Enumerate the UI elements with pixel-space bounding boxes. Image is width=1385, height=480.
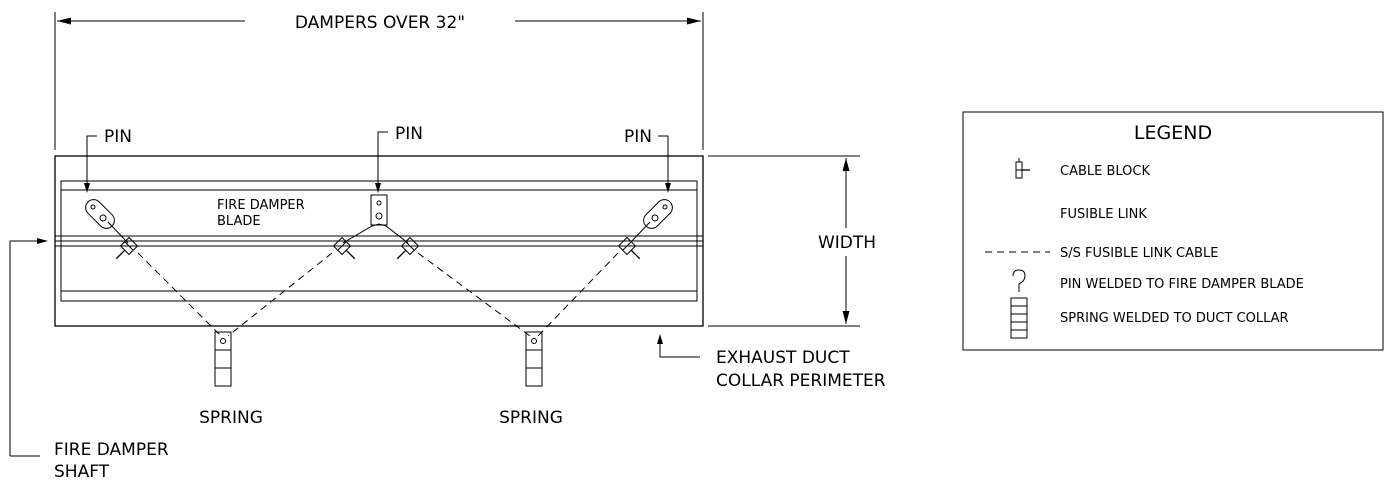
legend-item-fusible-link: FUSIBLE LINK (1060, 207, 1147, 222)
width-label: WIDTH (818, 233, 876, 253)
svg-text:COLLAR PERIMETER: COLLAR PERIMETER (716, 371, 886, 391)
exhaust-callout: EXHAUST DUCT COLLAR PERIMETER (657, 334, 886, 391)
cable-solid (107, 221, 651, 244)
fusible-link-cables (137, 252, 619, 337)
cable-block-3 (396, 236, 420, 260)
pin-symbol (1012, 269, 1026, 292)
pin-callout-left: PIN (84, 127, 132, 193)
svg-text:PIN: PIN (104, 127, 132, 147)
svg-text:EXHAUST DUCT: EXHAUST DUCT (716, 348, 850, 368)
legend-item-cable-block: CABLE BLOCK (1060, 164, 1150, 179)
link-plate-center (370, 194, 388, 226)
legend-item-cable: S/S FUSIBLE LINK CABLE (1060, 246, 1218, 261)
dimension-label: DAMPERS OVER 32" (295, 13, 465, 33)
dimension-top: DAMPERS OVER 32" (54, 12, 704, 150)
shaft-callout: FIRE DAMPER SHAFT (9, 238, 169, 480)
svg-text:FIRE DAMPER: FIRE DAMPER (54, 440, 169, 460)
spring-label-right: SPRING (499, 408, 563, 428)
spring-right (525, 331, 543, 387)
svg-text:PIN: PIN (395, 124, 423, 144)
legend-box: LEGEND CABLE BLOCK FUSIBLE LINK S/S FUSI… (962, 111, 1384, 351)
blade-label-1: FIRE DAMPER (217, 198, 305, 213)
legend-item-pin: PIN WELDED TO FIRE DAMPER BLADE (1060, 277, 1304, 292)
damper-frame (54, 155, 704, 327)
pin-callout-center: PIN (375, 124, 423, 193)
spring-left (214, 331, 232, 387)
dimension-width: WIDTH (708, 155, 876, 327)
cable-block-2 (332, 236, 356, 260)
legend-title: LEGEND (1134, 122, 1212, 144)
svg-text:PIN: PIN (624, 127, 652, 147)
blade-label-2: BLADE (217, 214, 261, 229)
spring-symbol (1010, 297, 1028, 339)
legend-item-spring: SPRING WELDED TO DUCT COLLAR (1060, 311, 1289, 326)
cable-block-4 (617, 236, 641, 260)
cable-block-symbol (1015, 158, 1030, 179)
svg-text:SHAFT: SHAFT (54, 462, 110, 480)
cable-block-1 (115, 236, 139, 260)
spring-label-left: SPRING (199, 408, 263, 428)
pin-callout-right: PIN (624, 127, 671, 193)
